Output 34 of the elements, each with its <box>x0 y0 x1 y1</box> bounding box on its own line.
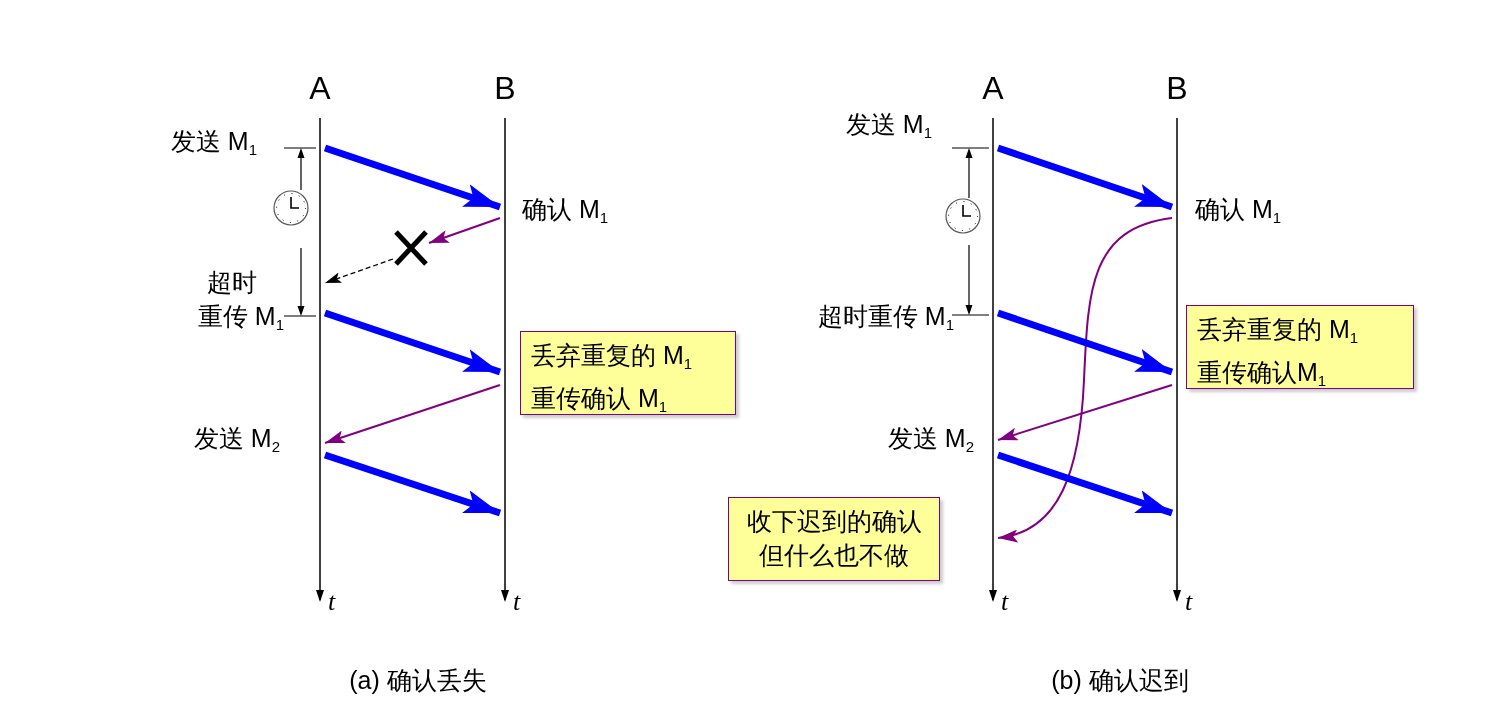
lifeline-label: B <box>494 70 516 106</box>
arrow <box>324 384 501 444</box>
axis-label: t <box>1001 588 1009 616</box>
dashed-arrow <box>324 258 394 284</box>
arrow <box>996 451 1174 517</box>
arrow <box>996 144 1174 211</box>
event-label: 超时 <box>207 267 257 297</box>
arrow <box>997 217 1173 541</box>
event-label: 确认 M$_{1}$ <box>1195 193 1282 228</box>
axis-label: t <box>513 588 521 616</box>
arrow <box>428 217 501 244</box>
note-box: 丢弃重复的 M$_{1}$ 重传确认M$_{1}$ <box>1186 305 1414 389</box>
arrow <box>323 451 502 517</box>
event-label: 发送 M$_{1}$ <box>170 125 257 160</box>
event-label: 发送 M$_{2}$ <box>193 422 280 457</box>
cross-icon <box>393 230 429 266</box>
axis-label: t <box>328 588 336 616</box>
arrow <box>323 309 502 376</box>
note-box: 收下迟到的确认但什么也不做 <box>728 497 940 581</box>
event-label: 重传 M$_{1}$ <box>197 300 284 335</box>
event-label: 发送 M$_{1}$ <box>845 108 932 143</box>
event-label: 发送 M$_{2}$ <box>887 422 974 457</box>
arrow <box>996 309 1174 376</box>
caption: (b) 确认迟到 <box>1051 665 1189 695</box>
note-box: 丢弃重复的 M$_{1}$ 重传确认 M$_{1}$ <box>520 331 736 415</box>
lifeline-label: A <box>982 70 1004 106</box>
event-label: 确认 M$_{1}$ <box>522 193 609 228</box>
lifeline-label: A <box>309 70 331 106</box>
caption: (a) 确认丢失 <box>349 665 487 695</box>
arrow <box>323 144 502 211</box>
arrow <box>997 384 1173 441</box>
event-label: 超时重传 M$_{1}$ <box>817 300 954 335</box>
axis-label: t <box>1185 588 1193 616</box>
lifeline-label: B <box>1166 70 1188 106</box>
